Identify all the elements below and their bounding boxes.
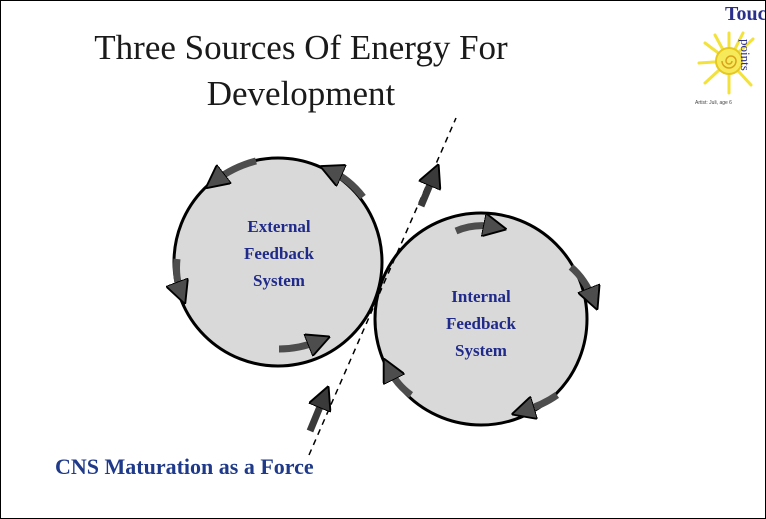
title-line-1: Three Sources Of Energy For [94,28,508,67]
external-arrow-top-right [331,171,366,200]
touchpoints-logo: Touch points Artist: Juli, age 6 [695,3,766,123]
internal-label-line-1: Internal [451,287,511,306]
external-arrow-bottom [278,341,319,349]
force-arrow-top [417,175,434,208]
internal-arrow-right [568,264,593,299]
internal-label-line-3: System [455,341,507,360]
internal-arrow-bottom-right [523,392,560,411]
logo-text-top: Touch [725,3,766,25]
title-line-2: Development [206,74,396,113]
cns-maturation-caption: CNS Maturation as a Force [55,454,314,479]
external-arrow-left [177,258,182,293]
external-label-line-3: System [253,271,305,290]
force-arrow-bottom [306,397,324,433]
internal-feedback-label: Internal Feedback System [421,283,541,364]
internal-arrow-top [454,226,495,231]
external-arrow-top-left [215,157,257,181]
slide-title: Three Sources Of Energy For Development [91,25,511,117]
external-label-line-1: External [247,217,311,236]
logo-caption: Artist: Juli, age 6 [695,100,732,106]
external-feedback-label: External Feedback System [219,213,339,294]
internal-label-line-2: Feedback [446,314,516,333]
internal-arrow-bottom-left [389,369,414,398]
sun-icon [697,31,755,95]
external-label-line-2: Feedback [244,244,314,263]
